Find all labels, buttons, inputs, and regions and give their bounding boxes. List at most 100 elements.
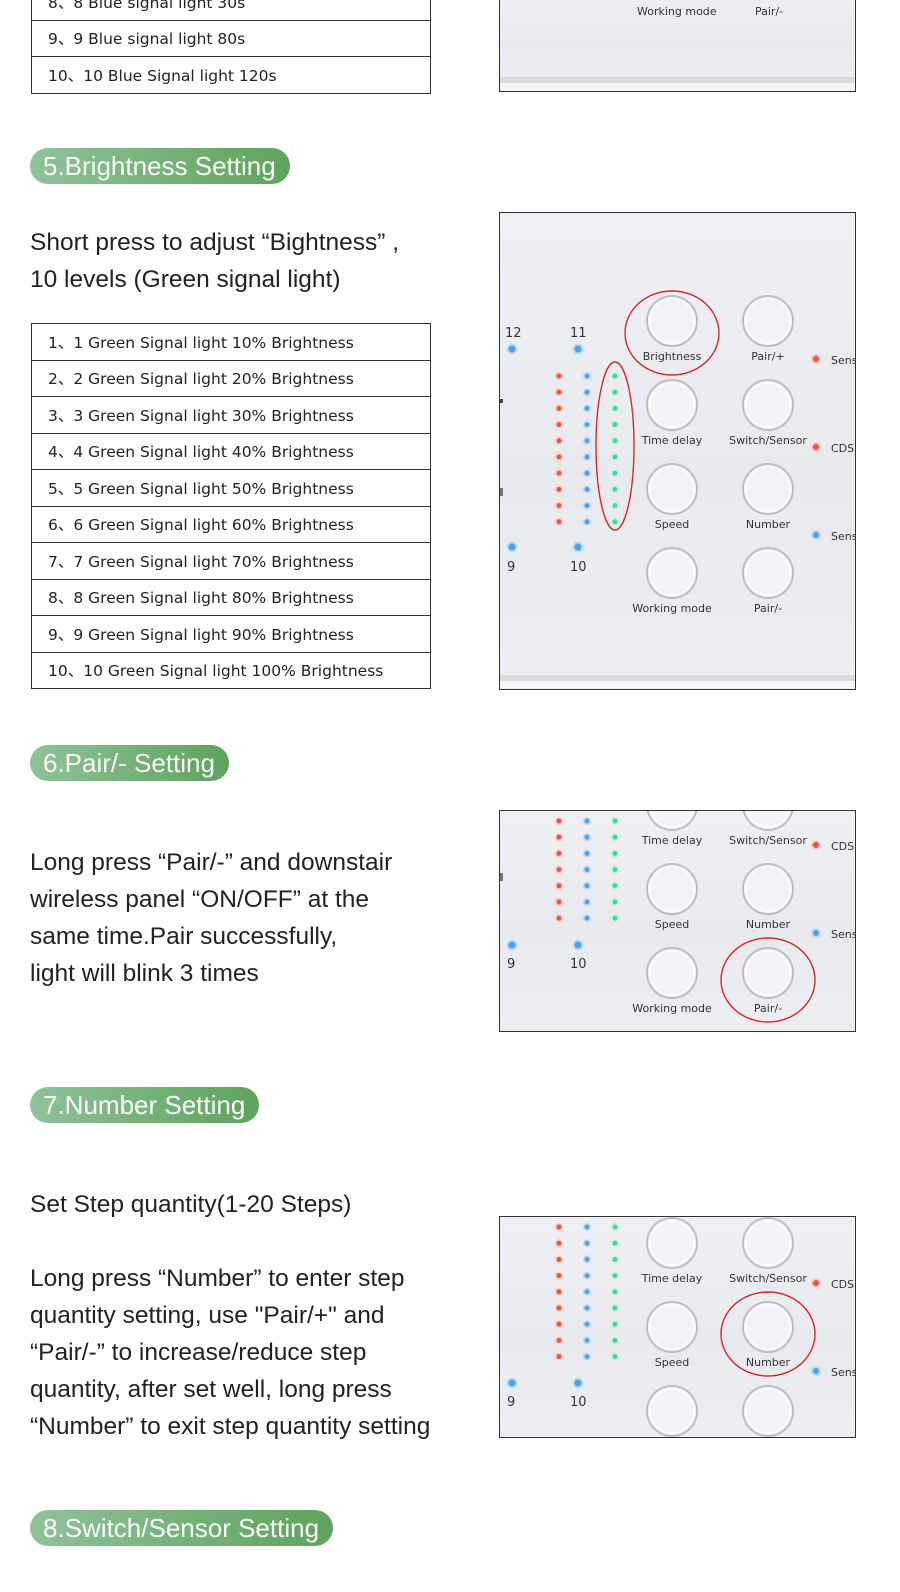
led-green xyxy=(611,833,620,842)
brightness-description: Short press to adjust “Bightness” , 10 l… xyxy=(30,229,400,293)
led-columns xyxy=(554,372,620,526)
indicator-number-10: 10 xyxy=(570,560,587,575)
led-blue xyxy=(583,1271,592,1280)
led-green xyxy=(611,1336,620,1345)
time-delay-label: Time delay xyxy=(641,1272,703,1285)
led-red xyxy=(554,898,563,907)
led-green xyxy=(611,420,620,429)
table-row: 3、3 Green Signal light 30% Brightness xyxy=(31,396,431,434)
section-title-pair-minus: 6.Pair/- Setting xyxy=(30,745,229,781)
led-red xyxy=(554,388,563,397)
highlight-ring xyxy=(720,1291,816,1377)
number-label: Number xyxy=(746,918,791,931)
working-mode-button[interactable]: Working mode xyxy=(632,947,712,1015)
led-green xyxy=(611,388,620,397)
led-red xyxy=(554,817,563,826)
number-button[interactable]: Number xyxy=(742,463,794,531)
green-brightness-table: 1、1 Green Signal light 10% Brightness 2、… xyxy=(31,323,431,689)
led-red xyxy=(554,1271,563,1280)
number-label: Number xyxy=(746,1356,791,1369)
panel-photo-number: 9 10 Time delaySwitch/SensorSpeedNumberW… xyxy=(499,1216,856,1438)
led-red xyxy=(554,1223,563,1232)
working-mode-button[interactable]: Working mode xyxy=(632,547,712,615)
led-green xyxy=(611,1271,620,1280)
brightness-button[interactable]: Brightness xyxy=(643,295,702,363)
led-blue xyxy=(583,469,592,478)
pair-minus-description: Long press “Pair/-” and downstair wirele… xyxy=(30,849,393,987)
switch-sensor-button[interactable]: Switch/Sensor xyxy=(729,811,807,847)
led-red xyxy=(554,453,563,462)
pair-minus-button[interactable]: Pair/- xyxy=(742,947,794,1015)
switch-sensor-button[interactable]: Switch/Sensor xyxy=(729,1217,807,1285)
led-red xyxy=(554,1336,563,1345)
table-row: 8、8 Green Signal light 80% Brightness xyxy=(31,578,431,616)
led-red xyxy=(554,1304,563,1313)
pair-plus-label: Pair/+ xyxy=(751,350,784,363)
highlight-ring xyxy=(720,937,816,1023)
led-green xyxy=(611,469,620,478)
speed-label: Speed xyxy=(655,518,689,531)
time-delay-button[interactable]: Time delay xyxy=(641,811,703,847)
section-title-brightness: 5.Brightness Setting xyxy=(30,148,290,184)
number-description: Long press “Number” to enter step quanti… xyxy=(30,1265,431,1440)
brightness-label: Brightness xyxy=(643,350,702,363)
led-red xyxy=(554,420,563,429)
speed-button[interactable]: Speed xyxy=(646,863,698,931)
led-blue xyxy=(583,881,592,890)
number-button[interactable]: Number xyxy=(742,863,794,931)
led-blue xyxy=(583,517,592,526)
led-blue xyxy=(583,865,592,874)
indicator-number-10: 10 xyxy=(570,957,587,972)
indicator-number-9: 9 xyxy=(507,560,515,575)
led-green xyxy=(611,898,620,907)
led-green xyxy=(611,817,620,826)
led-blue xyxy=(583,1304,592,1313)
time-delay-button[interactable]: Time delay xyxy=(641,379,703,447)
table-row: 10、10 Green Signal light 100% Brightness xyxy=(31,651,431,689)
speed-label: Speed xyxy=(655,918,689,931)
pair-minus-label: Pair/- xyxy=(754,602,782,615)
led-green xyxy=(611,1304,620,1313)
pair-minus-label: Pair/- xyxy=(755,5,783,18)
led-green xyxy=(611,372,620,381)
led-blue xyxy=(583,501,592,510)
highlight-ring xyxy=(624,290,720,376)
led-blue xyxy=(583,1352,592,1361)
led-blue xyxy=(583,404,592,413)
indicator-number-12: 12 xyxy=(505,326,522,341)
led-red xyxy=(554,485,563,494)
side-label-sens: Sens xyxy=(831,530,856,543)
speed-button[interactable]: Speed xyxy=(646,1301,698,1369)
led-red xyxy=(554,849,563,858)
led-columns xyxy=(554,817,620,923)
led-red xyxy=(554,1255,563,1264)
panel-photo-top: Working mode Pair/- xyxy=(499,0,856,92)
led-green xyxy=(611,1239,620,1248)
led-blue xyxy=(583,833,592,842)
working-mode-button[interactable]: Working mode xyxy=(632,1385,712,1438)
led-blue xyxy=(583,1320,592,1329)
switch-sensor-label: Switch/Sensor xyxy=(729,434,807,447)
table-row: 9、9 Green Signal light 90% Brightness xyxy=(31,615,431,653)
table-row: 10、10 Blue Signal light 120s xyxy=(31,56,431,94)
speed-button[interactable]: Speed xyxy=(646,463,698,531)
time-delay-button[interactable]: Time delay xyxy=(641,1217,703,1285)
led-blue xyxy=(583,485,592,494)
led-red xyxy=(554,881,563,890)
led-green xyxy=(611,517,620,526)
led-red xyxy=(554,1320,563,1329)
table-row: 8、8 Blue signal light 30s xyxy=(31,0,431,21)
pair-plus-button[interactable]: Pair/+ xyxy=(742,295,794,363)
indicator-number-9: 9 xyxy=(507,1395,515,1410)
switch-sensor-button[interactable]: Switch/Sensor xyxy=(729,379,807,447)
led-blue xyxy=(583,849,592,858)
led-blue xyxy=(583,1239,592,1248)
led-green xyxy=(611,436,620,445)
led-blue xyxy=(583,420,592,429)
pair-minus-button[interactable]: Pair/- xyxy=(742,547,794,615)
number-step-range: Set Step quantity(1-20 Steps) xyxy=(30,1191,352,1218)
pair-minus-button[interactable]: Pair/- xyxy=(742,1385,794,1438)
switch-sensor-label: Switch/Sensor xyxy=(729,1272,807,1285)
number-button[interactable]: Number xyxy=(742,1301,794,1369)
